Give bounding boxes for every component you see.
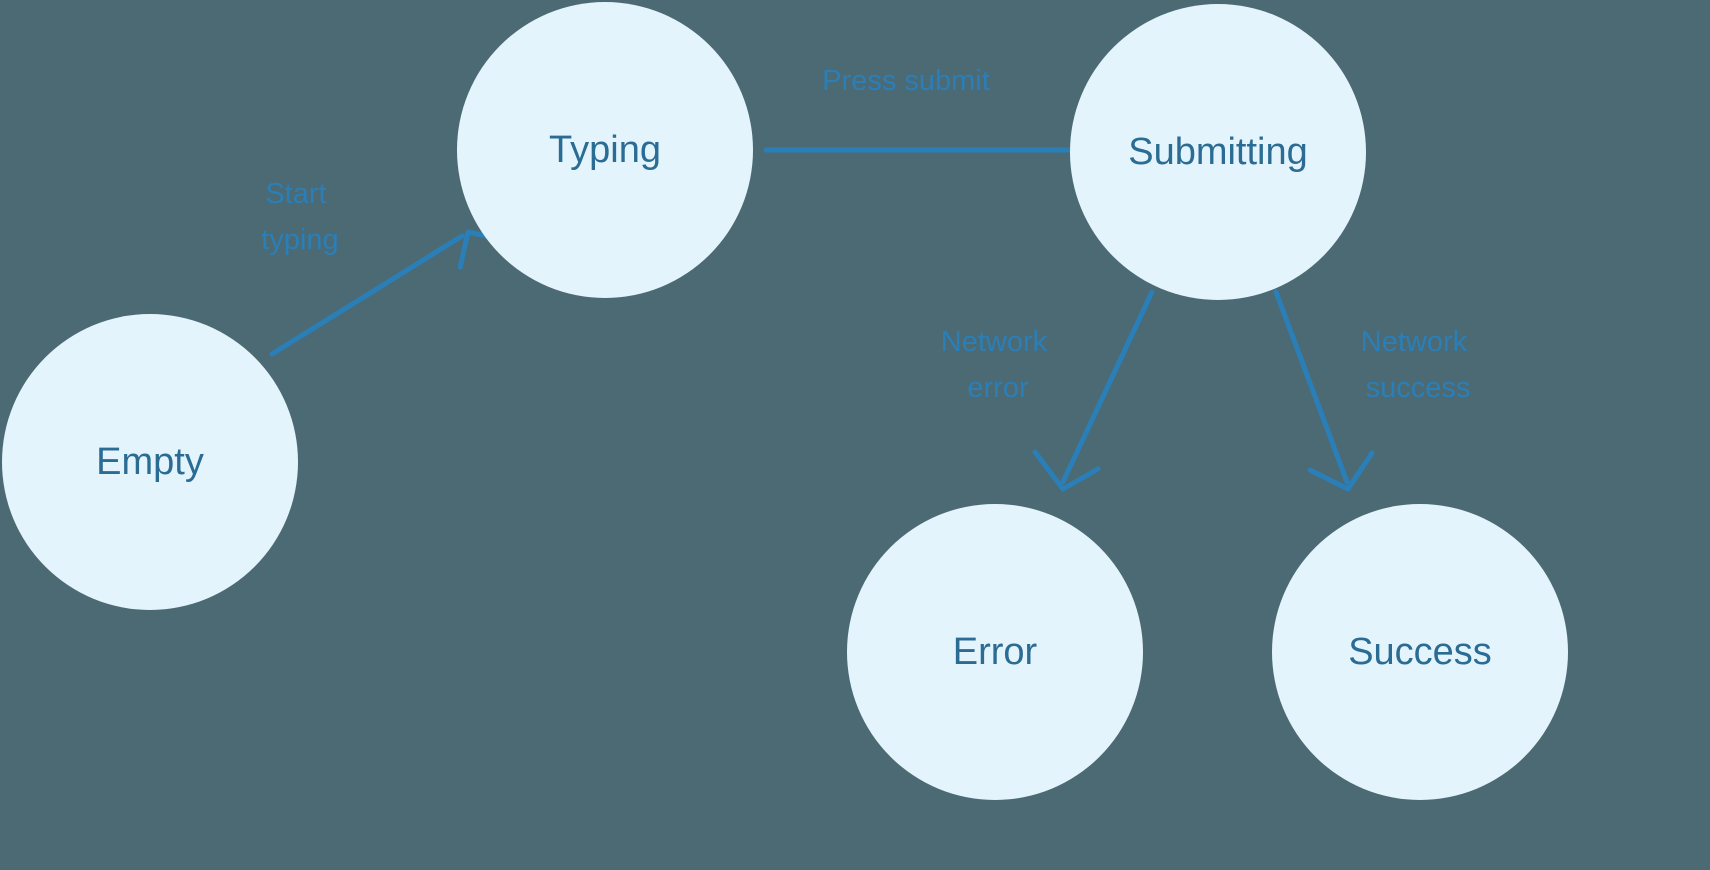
arrowhead-icon xyxy=(1032,449,1101,492)
node-shape xyxy=(847,504,1143,800)
edge-submitting-to-success[interactable]: Network success xyxy=(1273,289,1475,492)
edge-label-submitting-to-success: Network success xyxy=(1361,326,1475,404)
node-error[interactable]: Error xyxy=(847,504,1143,800)
edge-label-typing-to-submitting: Press submit xyxy=(822,65,990,97)
edge-line xyxy=(1273,289,1350,485)
edge-label-line: Start xyxy=(265,178,326,210)
edge-label-submitting-to-error: Network error xyxy=(941,326,1055,404)
arrowhead-icon xyxy=(1307,450,1375,492)
node-typing[interactable]: Typing xyxy=(457,2,753,298)
edge-label-line: Network xyxy=(1361,326,1468,358)
node-empty[interactable]: Empty xyxy=(2,314,298,610)
node-submitting[interactable]: Submitting xyxy=(1070,4,1366,300)
node-shape xyxy=(457,2,753,298)
node-label-error: Error xyxy=(953,631,1038,673)
edge-label-empty-to-typing: Start typing xyxy=(261,178,338,256)
node-label-typing: Typing xyxy=(549,129,661,171)
edge-submitting-to-error[interactable]: Network error xyxy=(941,289,1155,492)
edge-typing-to-submitting[interactable]: Press submit xyxy=(763,65,1144,183)
node-shape xyxy=(1070,4,1366,300)
edge-label-line: Press submit xyxy=(822,65,990,97)
edge-empty-to-typing[interactable]: Start typing xyxy=(261,178,506,357)
node-label-empty: Empty xyxy=(96,441,204,483)
node-success[interactable]: Success xyxy=(1272,504,1568,800)
edge-label-line: typing xyxy=(261,224,338,256)
node-shape xyxy=(2,314,298,610)
edge-line xyxy=(1060,289,1155,485)
edge-label-line: Network xyxy=(941,326,1048,358)
edge-line xyxy=(269,233,465,357)
node-shape xyxy=(1272,504,1568,800)
edge-label-line: success xyxy=(1366,372,1471,404)
edge-label-line: error xyxy=(967,372,1029,404)
node-label-submitting: Submitting xyxy=(1128,131,1308,173)
node-label-success: Success xyxy=(1348,631,1492,673)
